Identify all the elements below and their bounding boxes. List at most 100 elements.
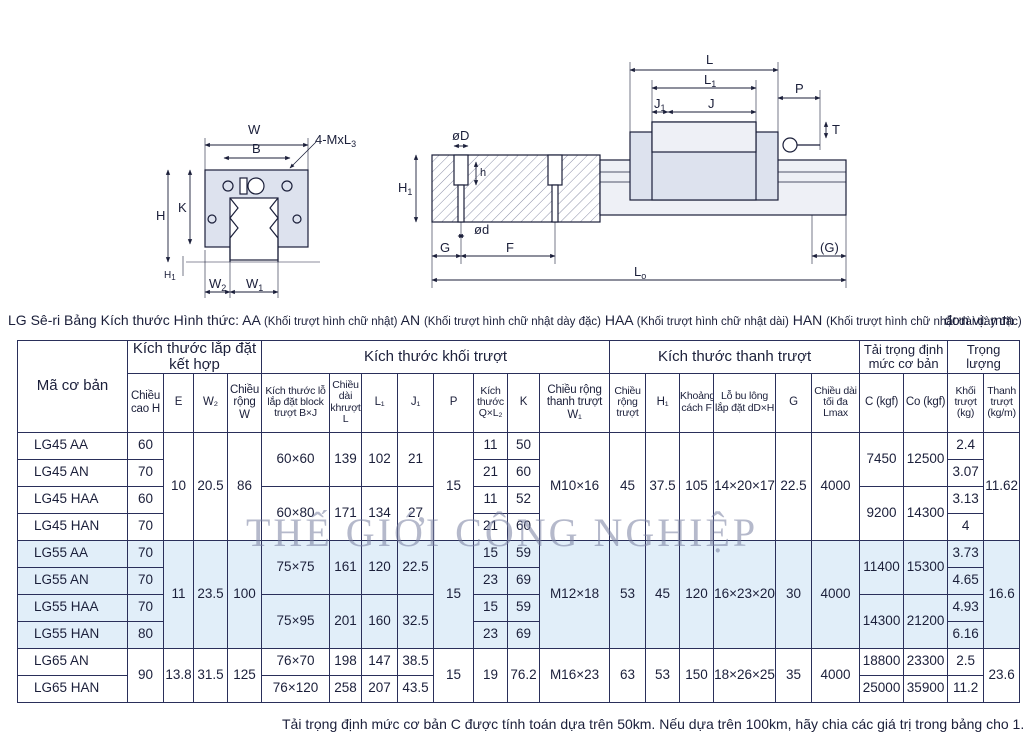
sub-QL2: Kích thước Q×L₂: [473, 372, 509, 433]
cell-C: 7450: [859, 431, 905, 487]
cell-Q: 15: [473, 539, 509, 568]
sub-L1: L₁: [361, 372, 399, 433]
cell-P: 15: [433, 647, 475, 703]
cell-model: LG55 AA: [17, 539, 128, 568]
cell-Co: 15300: [903, 539, 949, 595]
cell-E: 11: [163, 539, 194, 649]
cell-W1: M12×18: [539, 539, 611, 649]
dim-label-MxL3: 4-MxL3: [315, 132, 356, 149]
dim-label-H: H: [156, 208, 165, 223]
header-weight: Trọng lượng: [947, 340, 1021, 374]
sub-Lmax: Chiều dài tối đa Lmax: [811, 372, 861, 433]
cell-L1: 102: [361, 431, 399, 487]
cell-BJ: 60×80: [261, 485, 331, 541]
cell-K: 76.2: [507, 647, 541, 703]
table-row: LG55 AA 70 11 23.5 100 75×75 161 120 22.…: [17, 539, 1021, 649]
cell-J1: 43.5: [397, 674, 435, 703]
dim-label-h: h: [480, 167, 486, 179]
cell-L: 201: [329, 593, 363, 649]
cell-rail-weight: 16.6: [983, 539, 1021, 649]
cell-Lmax: 4000: [811, 647, 861, 703]
dim-label-H1: H1: [398, 180, 412, 197]
cell-model: LG45 HAN: [17, 512, 128, 541]
cell-Q: 21: [473, 512, 509, 541]
cell-model: LG45 AA: [17, 431, 128, 460]
cell-G: 30: [775, 539, 813, 649]
cell-G: 35: [775, 647, 813, 703]
dim-label-P: P: [795, 81, 804, 96]
cell-rail-width: 63: [609, 647, 647, 703]
cell-H: 90: [127, 647, 164, 703]
form-HAN: HAN (Khối trượt hình chữ nhật dài dày đặ…: [792, 312, 1022, 328]
cell-H: 70: [127, 512, 164, 541]
cell-J1: 27: [397, 485, 435, 541]
cell-W: 100: [226, 539, 263, 649]
cell-K: 60: [507, 458, 541, 487]
dimension-table: Mã cơ bản Kích thước lắp đặt kết hợp Kíc…: [17, 340, 1021, 703]
cell-H: 70: [127, 458, 164, 487]
technical-drawings: W B 4-MxL3 H K H1 W2 W1: [156, 52, 847, 298]
sub-C: C (kgf): [859, 372, 905, 433]
cell-model: LG55 HAN: [17, 620, 128, 649]
sub-rail-weight: Thanh trượt (kg/m): [983, 372, 1021, 433]
dim-label-L1: L1: [704, 72, 716, 89]
dim-label-F: F: [506, 240, 514, 255]
cell-block-weight: 4: [947, 512, 985, 541]
sub-P: P: [433, 372, 475, 433]
cell-block-weight: 2.4: [947, 431, 985, 460]
cell-rail-width: 45: [609, 431, 647, 541]
cell-H: 80: [127, 620, 164, 649]
cell-K: 59: [507, 593, 541, 622]
cell-F: 105: [679, 431, 715, 541]
cell-BJ: 75×75: [261, 539, 331, 595]
sub-BJ: Kích thước lỗ lắp đặt block trượt B×J: [261, 372, 331, 433]
dim-label-H1-left: H1: [164, 270, 176, 282]
cell-K: 59: [507, 539, 541, 568]
table-row: LG65 HAN 76×120 258 207 43.5 25000 35900…: [17, 674, 1020, 703]
table-row: LG45 AA 60 10 20.5 86 60×60 139 102 21 1…: [17, 431, 1021, 541]
table-row: LG55 HAN 80 23 69 6.16: [17, 620, 1020, 649]
cell-H1: 37.5: [645, 431, 681, 541]
dim-label-L0: Lo: [634, 264, 646, 281]
dim-label-phid: ød: [474, 222, 489, 237]
sub-G: G: [775, 372, 813, 433]
cell-dDH: 14×20×17: [713, 431, 777, 541]
cell-W2: 20.5: [193, 431, 228, 541]
table-row: LG45 HAA 60 60×80 171 134 27 11 52 9200 …: [17, 485, 1020, 541]
cell-H1: 45: [645, 539, 681, 649]
cell-L: 139: [329, 431, 363, 487]
table-row: LG55 AN 70 23 69 4.65: [17, 566, 1020, 595]
cell-L: 258: [329, 674, 363, 703]
cell-model: LG55 AN: [17, 566, 128, 595]
sub-H: Chiều cao H: [127, 372, 164, 433]
cell-Lmax: 4000: [811, 431, 861, 541]
cell-Q: 11: [473, 431, 509, 460]
cell-BJ: 75×95: [261, 593, 331, 649]
sub-H1: H₁: [645, 372, 681, 433]
side-view-labels: L L1 J1 J P T øD h H1 ød G F (G) Lo: [398, 52, 840, 281]
cell-rail-weight: 23.6: [983, 647, 1021, 703]
cell-G: 22.5: [775, 431, 813, 541]
unit-label: đơn vị: mm: [944, 312, 1014, 328]
dim-label-phiD: øD: [452, 128, 469, 143]
cell-L1: 207: [361, 674, 399, 703]
cell-Lmax: 4000: [811, 539, 861, 649]
dim-label-K: K: [178, 200, 187, 215]
dim-label-W: W: [248, 122, 261, 137]
table-row: LG55 HAA 70 75×95 201 160 32.5 15 59 143…: [17, 593, 1020, 649]
cell-rail-width: 53: [609, 539, 647, 649]
cell-dDH: 18×26×25: [713, 647, 777, 703]
cell-L: 171: [329, 485, 363, 541]
header-rail: Kích thước thanh trượt: [609, 340, 861, 374]
cell-Co: 12500: [903, 431, 949, 487]
cell-block-weight: 11.2: [947, 674, 985, 703]
cell-K: 69: [507, 566, 541, 595]
cell-model: LG55 HAA: [17, 593, 128, 622]
form-AA: AA (Khối trượt hình chữ nhật): [242, 312, 398, 328]
cell-F: 150: [679, 647, 715, 703]
sub-W1: Chiều rộng thanh trượt W₁: [539, 372, 611, 433]
header-model: Mã cơ bản: [17, 340, 128, 433]
cell-Q: 11: [473, 485, 509, 514]
cell-BJ: 76×120: [261, 674, 331, 703]
cell-J1: 21: [397, 431, 435, 487]
